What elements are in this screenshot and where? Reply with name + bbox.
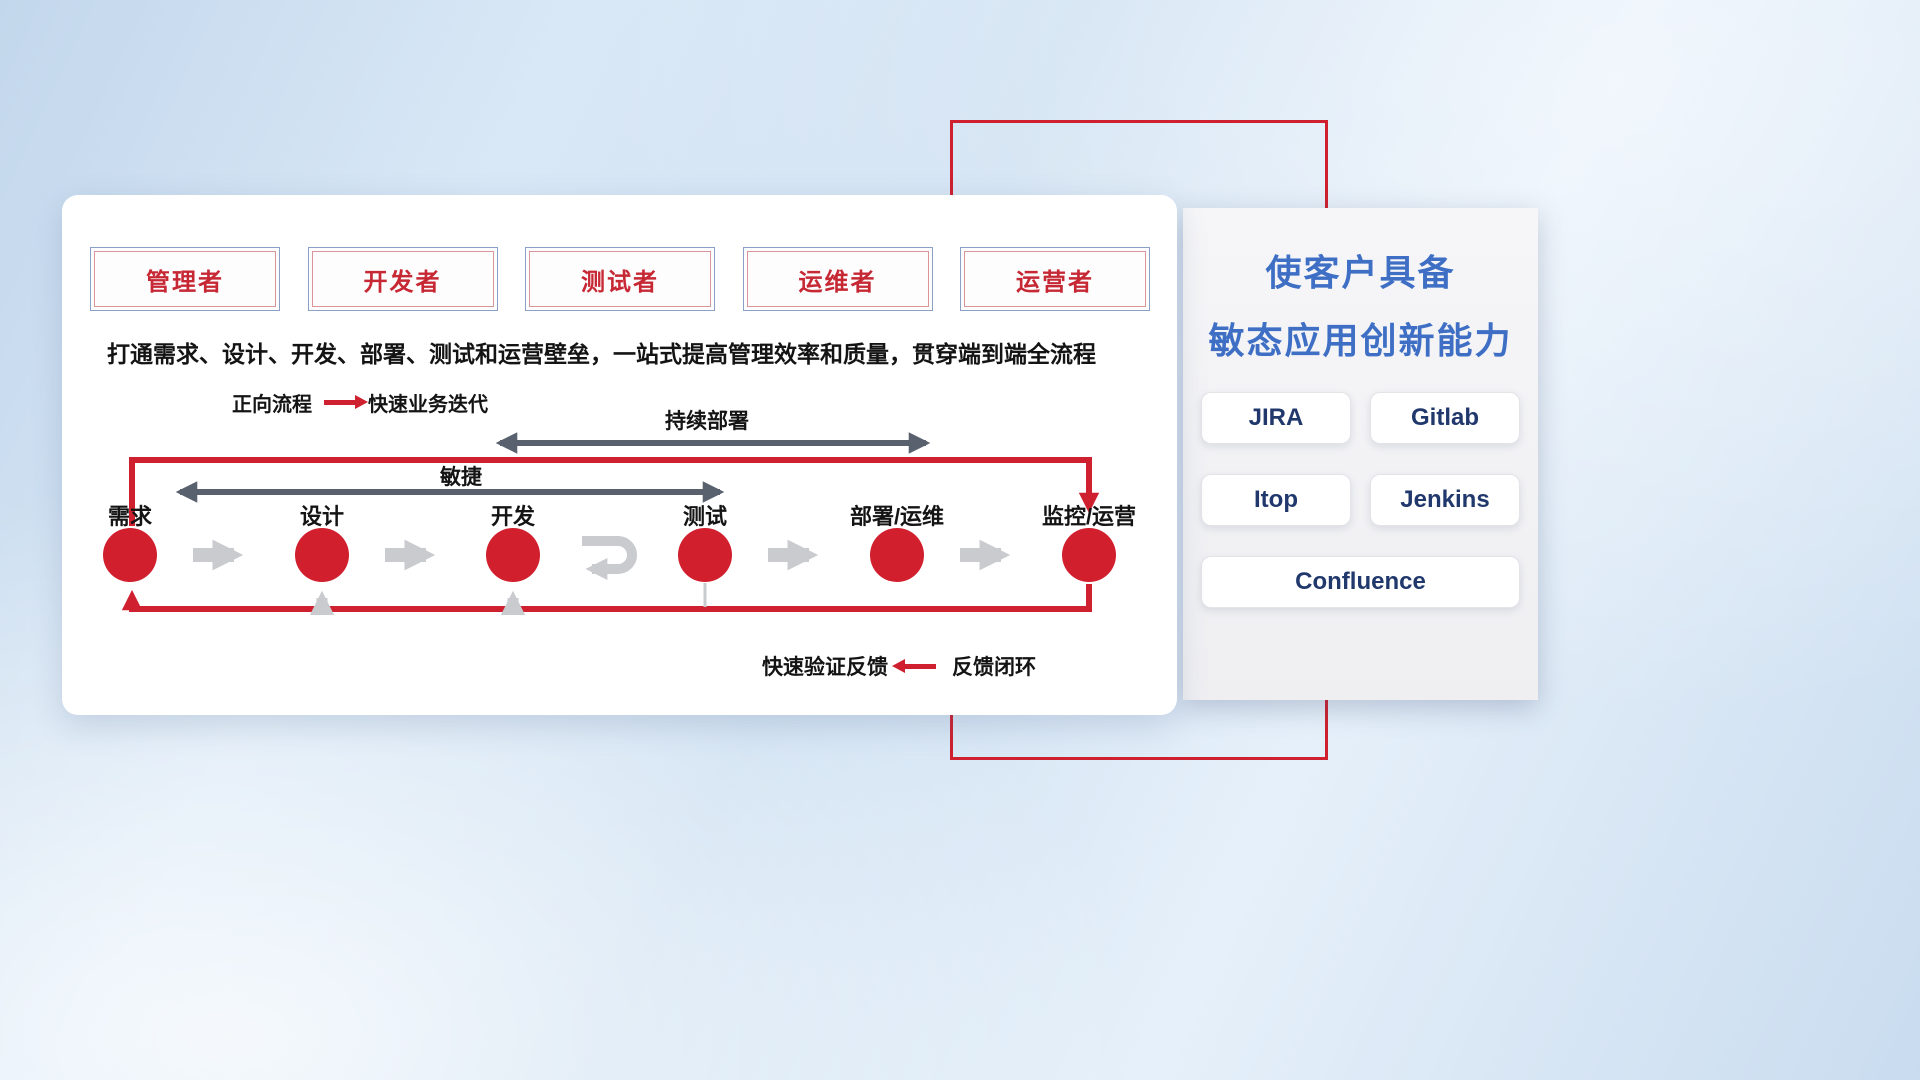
step-circle-deploy-ops (870, 528, 924, 582)
step-label-develop: 开发 (490, 504, 535, 529)
role-label: 运营者 (1016, 268, 1094, 296)
feedback-legend-value: 反馈闭环 (952, 656, 1036, 679)
step-circle-test (678, 528, 732, 582)
panel-title-line1: 使客户具备 (1265, 252, 1456, 293)
step-circle-requirements (103, 528, 157, 582)
role-label: 开发者 (363, 268, 442, 296)
step-label-test: 测试 (682, 504, 727, 529)
step-circle-develop (486, 528, 540, 582)
step-label-requirements: 需求 (107, 504, 152, 529)
role-label: 测试者 (581, 268, 659, 296)
step-circle-monitor-operate (1062, 528, 1116, 582)
card-subtitle: 打通需求、设计、开发、部署、测试和运营壁垒，一站式提高管理效率和质量，贯穿端到端… (107, 341, 1096, 367)
tool-chip-itop: Itop (1201, 474, 1351, 526)
step-label-design: 设计 (299, 504, 344, 529)
feedback-arrow-icon (892, 658, 936, 673)
feedback-legend-label: 快速验证反馈 (762, 656, 888, 679)
tool-chip-gitlab: Gitlab (1370, 392, 1520, 444)
step-label-monitor-operate: 监控/运营 (1041, 504, 1137, 529)
step-circle-design (295, 528, 349, 582)
tool-chip-jira: JIRA (1201, 392, 1351, 444)
tools-panel: 使客户具备 敏态应用创新能力 JIRA Gitlab Itop Jenkins … (1183, 208, 1538, 700)
feedback-loop-line (121, 584, 1092, 612)
role-label: 管理者 (146, 268, 224, 296)
role-box-tester: 测试者 (525, 247, 715, 311)
forward-arrow-icon (324, 394, 368, 409)
role-box-ops: 运维者 (742, 247, 933, 311)
role-box-manager: 管理者 (90, 247, 280, 311)
flow-diagram (103, 432, 1116, 615)
forward-legend-value: 快速业务迭代 (368, 393, 488, 416)
feedback-legend: 快速验证反馈 反馈闭环 (762, 653, 1036, 679)
tool-chip-confluence: Confluence (1201, 556, 1520, 608)
continuous-deployment-label: 持续部署 (665, 410, 749, 433)
forward-legend-label: 正向流程 (232, 393, 312, 416)
iteration-arrow-icon (582, 536, 637, 581)
devops-flow-card: 管理者 开发者 测试者 运维者 运营者 打通需求、设计、开发、部署、测试和运营壁… (62, 195, 1177, 715)
tool-chip-jenkins: Jenkins (1370, 474, 1520, 526)
role-box-developer: 开发者 (307, 247, 498, 311)
roles-row: 管理者 开发者 测试者 运维者 运营者 (90, 247, 1150, 311)
role-label: 运维者 (798, 268, 877, 296)
role-box-operator: 运营者 (960, 247, 1150, 311)
forward-loop-line (129, 457, 1100, 526)
panel-title-line2: 敏态应用创新能力 (1208, 320, 1513, 361)
step-label-deploy-ops: 部署/运维 (849, 504, 945, 529)
forward-flow-legend: 正向流程 快速业务迭代 (232, 389, 488, 416)
